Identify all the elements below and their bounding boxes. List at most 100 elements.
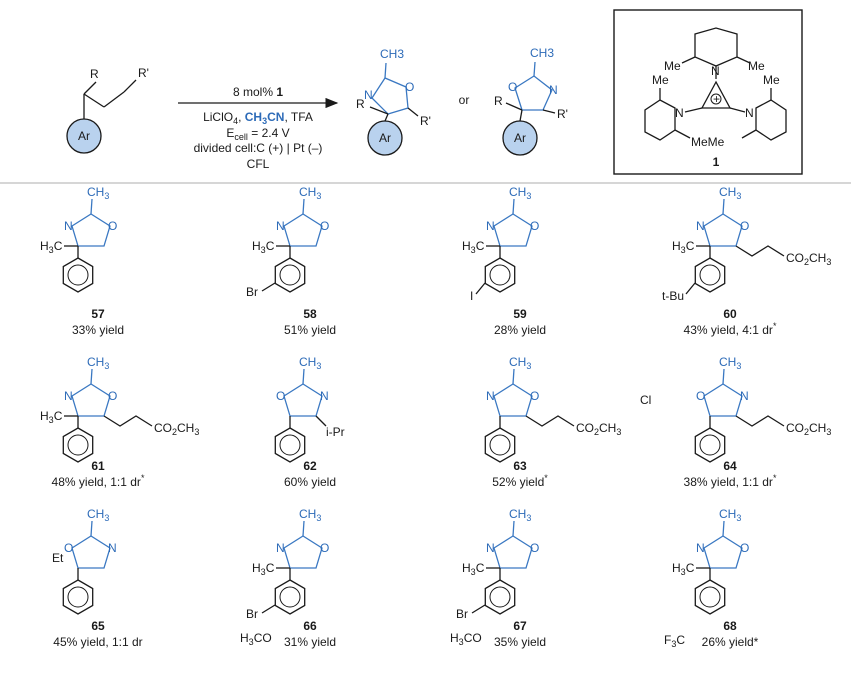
svg-text:Et: Et xyxy=(52,551,64,565)
svg-text:CH3: CH3 xyxy=(380,47,404,61)
catalyst-box: N Me Me + N Me N Me MeMe 1 xyxy=(613,9,803,175)
svg-text:H3C: H3C xyxy=(252,561,275,577)
svg-text:N: N xyxy=(320,389,329,403)
svg-text:R': R' xyxy=(420,114,431,128)
svg-text:+: + xyxy=(713,92,720,106)
svg-text:58: 58 xyxy=(303,307,317,321)
svg-text:H3CO: H3CO xyxy=(240,631,272,647)
svg-text:N: N xyxy=(486,541,495,555)
svg-text:H3C: H3C xyxy=(40,239,63,255)
catalyst-number: 1 xyxy=(713,155,720,169)
svg-text:R: R xyxy=(356,97,365,111)
svg-text:Br: Br xyxy=(456,607,468,621)
svg-text:N: N xyxy=(740,389,749,403)
svg-text:H3C: H3C xyxy=(40,409,63,425)
reaction-conditions: 8 mol% 1 LiClO4, CH3CN, TFA Ecell = 2.4 … xyxy=(194,85,323,171)
svg-text:45% yield, 1:1 dr: 45% yield, 1:1 dr xyxy=(53,635,142,649)
product-oxazoline-a: Ar CH3 N O R R' xyxy=(356,47,431,156)
svg-text:H3C: H3C xyxy=(672,239,695,255)
svg-text:MeMe: MeMe xyxy=(691,135,725,149)
svg-text:51% yield: 51% yield xyxy=(284,323,336,337)
svg-text:26% yield*: 26% yield* xyxy=(702,635,759,649)
svg-text:H3C: H3C xyxy=(462,239,485,255)
svg-text:28% yield: 28% yield xyxy=(494,323,546,337)
svg-text:N: N xyxy=(675,106,684,120)
svg-text:60: 60 xyxy=(723,307,737,321)
svg-text:N: N xyxy=(696,541,705,555)
condition-light: CFL xyxy=(247,157,270,171)
svg-text:59: 59 xyxy=(513,307,527,321)
svg-text:57: 57 xyxy=(91,307,105,321)
svg-text:R': R' xyxy=(557,107,568,121)
svg-text:O: O xyxy=(740,219,749,233)
svg-text:O: O xyxy=(64,541,73,555)
svg-text:O: O xyxy=(405,80,414,94)
svg-text:Ar: Ar xyxy=(379,131,391,145)
svg-text:CH3: CH3 xyxy=(530,46,554,60)
svg-text:CH3: CH3 xyxy=(719,507,741,523)
svg-text:O: O xyxy=(276,389,285,403)
svg-text:64: 64 xyxy=(723,459,737,473)
svg-text:H3C: H3C xyxy=(462,561,485,577)
svg-text:N: N xyxy=(549,83,558,97)
svg-text:CH3: CH3 xyxy=(299,507,321,523)
svg-text:CH3: CH3 xyxy=(719,185,741,201)
svg-text:CH3: CH3 xyxy=(87,355,109,371)
svg-text:61: 61 xyxy=(91,459,105,473)
condition-cell: divided cell:C (+) | Pt (–) xyxy=(194,141,323,155)
svg-text:O: O xyxy=(108,219,117,233)
svg-text:N: N xyxy=(364,88,373,102)
svg-text:35% yield: 35% yield xyxy=(494,635,546,649)
svg-text:68: 68 xyxy=(723,619,737,633)
svg-text:CO2CH3: CO2CH3 xyxy=(786,251,831,267)
condition-reagents: LiClO4, CH3CN, TFA xyxy=(203,110,313,126)
svg-text:60% yield: 60% yield xyxy=(284,475,336,489)
svg-text:O: O xyxy=(508,80,517,94)
svg-text:CH3: CH3 xyxy=(87,185,109,201)
svg-text:CH3: CH3 xyxy=(299,355,321,371)
substrate-structure: Ar R R' xyxy=(66,66,149,154)
svg-text:Br: Br xyxy=(246,285,258,299)
svg-text:I: I xyxy=(470,289,473,303)
product-oxazoline-b: Ar CH3 O N R R' xyxy=(494,46,568,156)
svg-text:Cl: Cl xyxy=(640,393,651,407)
svg-text:N: N xyxy=(696,219,705,233)
condition-potential: Ecell = 2.4 V xyxy=(226,126,289,142)
svg-text:R: R xyxy=(494,94,503,108)
svg-text:O: O xyxy=(530,541,539,555)
svg-text:CO2CH3: CO2CH3 xyxy=(576,421,621,437)
svg-text:Me: Me xyxy=(748,59,765,73)
svg-text:43% yield, 4:1 dr*: 43% yield, 4:1 dr* xyxy=(684,321,777,337)
svg-text:CH3: CH3 xyxy=(87,507,109,523)
r-label: R xyxy=(90,67,99,81)
svg-text:65: 65 xyxy=(91,619,105,633)
svg-text:O: O xyxy=(740,541,749,555)
svg-text:O: O xyxy=(320,219,329,233)
svg-text:48% yield, 1:1 dr*: 48% yield, 1:1 dr* xyxy=(52,473,145,489)
svg-text:31% yield: 31% yield xyxy=(284,635,336,649)
svg-text:H3C: H3C xyxy=(252,239,275,255)
svg-text:N: N xyxy=(486,389,495,403)
svg-text:O: O xyxy=(530,389,539,403)
r-prime-label: R' xyxy=(138,66,149,80)
svg-text:52% yield*: 52% yield* xyxy=(492,473,548,489)
or-label: or xyxy=(459,93,470,107)
svg-text:33% yield: 33% yield xyxy=(72,323,124,337)
svg-text:F3C: F3C xyxy=(664,633,685,649)
svg-text:CO2CH3: CO2CH3 xyxy=(154,421,199,437)
svg-text:CH3: CH3 xyxy=(299,185,321,201)
svg-text:66: 66 xyxy=(303,619,317,633)
svg-text:O: O xyxy=(320,541,329,555)
svg-text:t-Bu: t-Bu xyxy=(662,289,684,303)
